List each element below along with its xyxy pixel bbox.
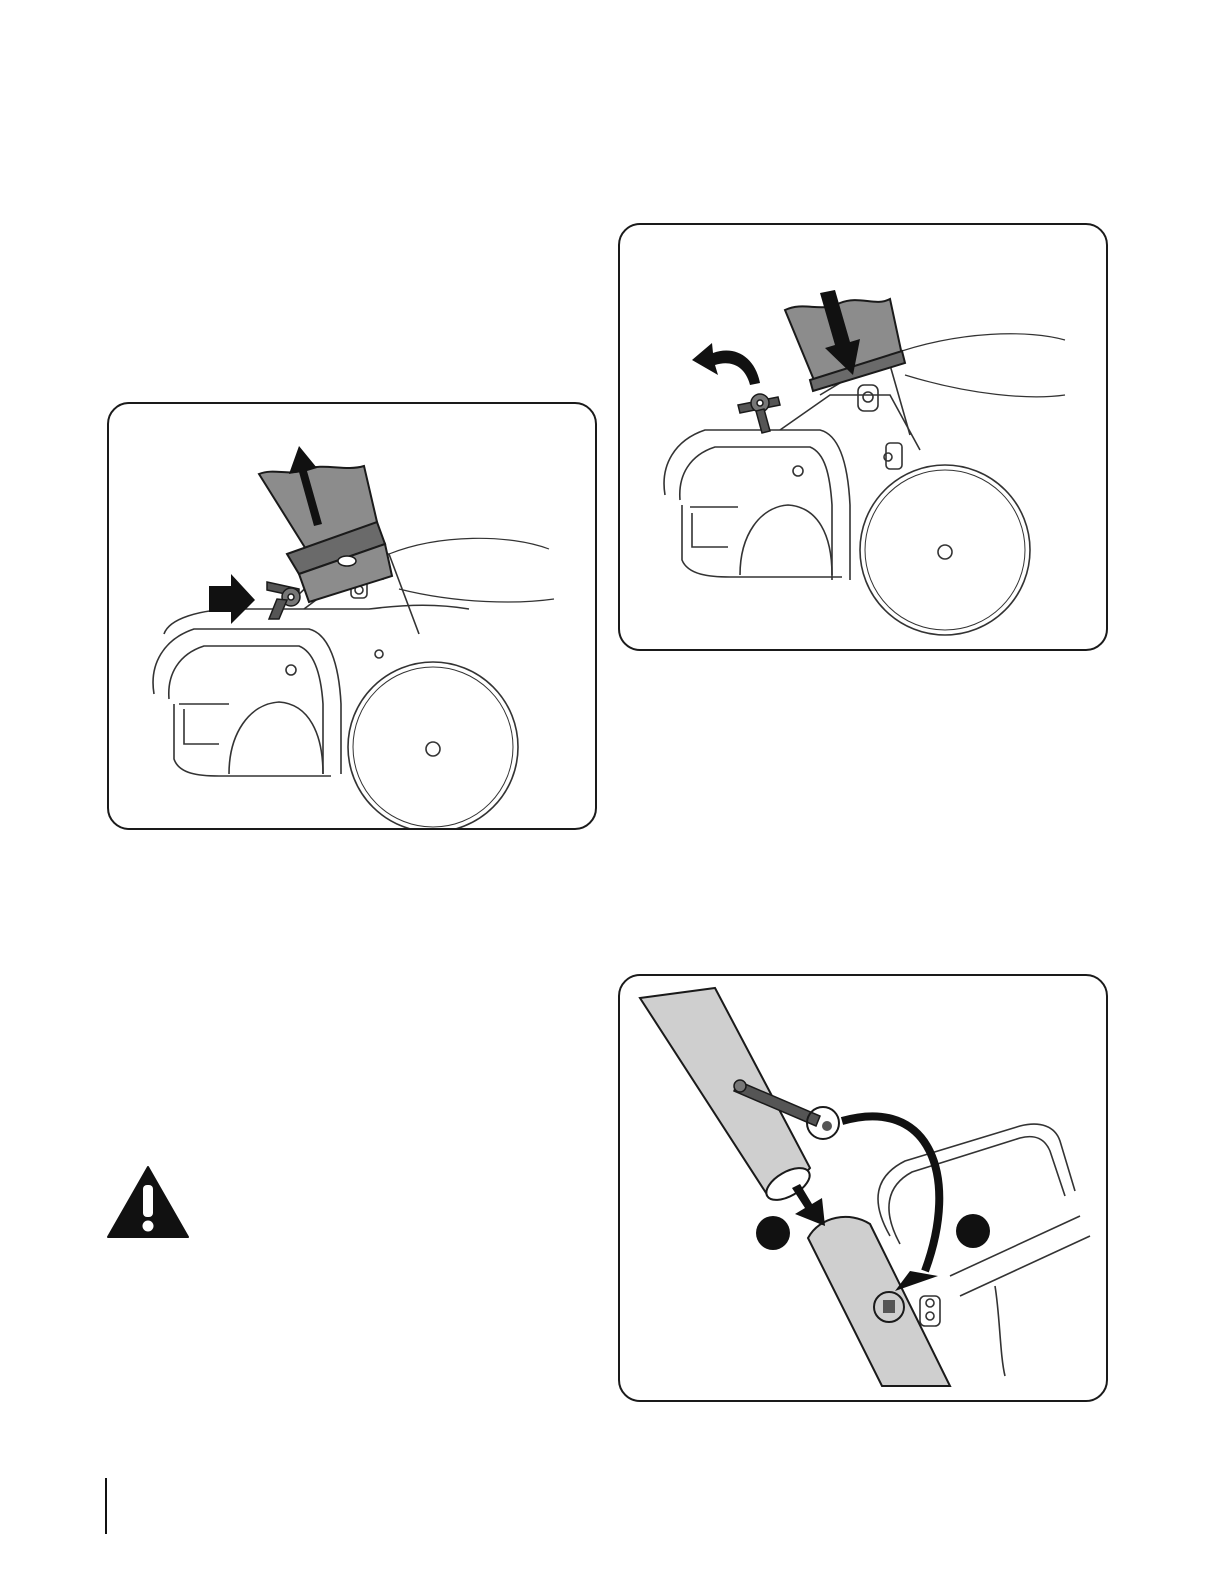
tube-insert-arrow-icon bbox=[792, 1184, 825, 1226]
lever-flip-arrow-icon bbox=[692, 343, 760, 385]
figure-handle-connection bbox=[618, 974, 1108, 1402]
figure-handle-removal bbox=[107, 402, 597, 830]
illustration-mower-tube-down bbox=[620, 225, 1108, 651]
illustration-mower-tube-up bbox=[109, 404, 597, 830]
page-divider bbox=[105, 1478, 107, 1534]
warning-triangle-icon bbox=[106, 1165, 190, 1239]
figure-handle-installation bbox=[618, 223, 1108, 651]
bolt-move-arrow-icon bbox=[895, 1271, 938, 1291]
step-marker-2 bbox=[956, 1214, 990, 1248]
step-marker-1 bbox=[756, 1216, 790, 1250]
lever-push-arrow-icon bbox=[209, 574, 255, 624]
illustration-handle-connection bbox=[620, 976, 1108, 1402]
